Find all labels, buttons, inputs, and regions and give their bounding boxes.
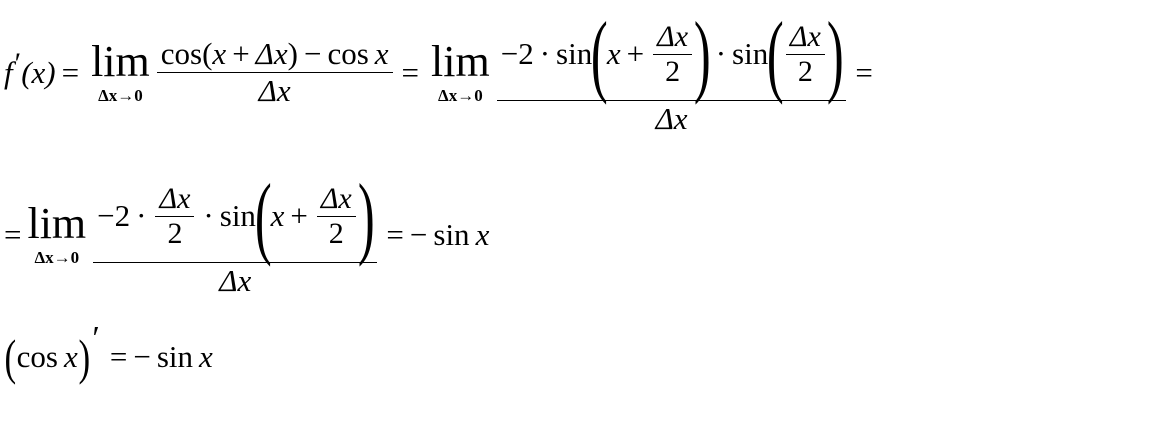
delta-x: Δx	[219, 263, 252, 298]
delta-x: Δx	[258, 73, 291, 108]
equals-sign: =	[4, 216, 22, 252]
var-x: x	[374, 36, 389, 71]
minus-sign: −	[409, 216, 428, 252]
fraction-bar	[496, 100, 847, 101]
big-close-paren: )	[693, 3, 711, 105]
dot-operator: ·	[136, 198, 147, 233]
fraction-2-denominator: Δx	[652, 101, 692, 137]
fraction-3-numerator: −2 · Δx 2 · sin ( x + Δx 2 )	[93, 170, 377, 262]
fraction-bar	[93, 262, 378, 263]
fraction-2-numerator: −2 · sin ( x + Δx 2 ) · sin ( Δx 2 )	[497, 8, 847, 100]
delta-x: Δx	[159, 181, 191, 215]
var-x: x	[475, 216, 490, 252]
fraction-2: −2 · sin ( x + Δx 2 ) · sin ( Δx 2 ) Δx	[496, 8, 847, 137]
big-open-paren: (	[767, 3, 784, 105]
sin-word: sin	[732, 36, 769, 71]
var-x: x	[606, 36, 621, 71]
limit-subscript: Δx→0	[34, 247, 80, 267]
var-x: x	[63, 339, 78, 374]
minus-two: −2	[97, 198, 131, 233]
big-open-paren: (	[254, 165, 272, 267]
delta-x: Δx	[789, 19, 821, 53]
big-open-paren: (	[591, 3, 608, 105]
digit-two: 2	[665, 54, 681, 88]
lhs-function: f′(x)	[4, 47, 56, 91]
limit-3: lim Δx→0	[27, 199, 87, 267]
fraction-bar	[316, 215, 356, 217]
fraction-bar	[653, 53, 693, 55]
equals-sign: =	[855, 54, 873, 90]
minus-two: −2	[500, 36, 534, 71]
prime-mark: ′	[14, 46, 22, 80]
fraction-bar	[785, 53, 825, 55]
limit-word: lim	[431, 37, 490, 87]
minus-sign: −	[303, 36, 322, 71]
minus-sign: −	[133, 339, 151, 374]
prime-mark: ′	[92, 320, 100, 357]
digit-two: 2	[328, 216, 344, 250]
equals-sign: =	[386, 216, 404, 252]
sin-word: sin	[156, 339, 193, 374]
equals-sign: =	[401, 54, 420, 90]
cos-word: cos	[16, 339, 58, 374]
limit-word: lim	[91, 37, 150, 87]
dot-operator: ·	[715, 36, 727, 71]
equals-sign: =	[109, 339, 128, 374]
dot-operator: ·	[539, 36, 551, 71]
var-x: x	[199, 339, 213, 374]
inner-fraction: Δx 2	[785, 19, 825, 89]
function-arg: (x)	[21, 54, 56, 90]
big-close-paren: )	[826, 3, 844, 105]
equals-sign: =	[61, 54, 80, 90]
digit-two: 2	[797, 54, 813, 88]
var-x: x	[270, 198, 285, 233]
plus-sign: +	[626, 36, 645, 71]
delta-x: Δx	[655, 101, 688, 136]
cos-open: cos(	[160, 36, 213, 71]
sin-word: sin	[219, 198, 256, 233]
sin-word: sin	[433, 216, 470, 252]
sin-word: sin	[556, 36, 593, 71]
fraction-3-denominator: Δx	[215, 263, 255, 299]
plus-sign: +	[290, 198, 308, 233]
fraction-3: −2 · Δx 2 · sin ( x + Δx 2 ) Δx	[93, 170, 378, 299]
var-x: x	[212, 36, 227, 71]
inner-fraction: Δx 2	[155, 181, 195, 251]
close-paren: )	[78, 329, 90, 385]
limit-subscript: Δx→0	[438, 85, 483, 105]
plus-sign: +	[232, 36, 250, 71]
delta-x: Δx	[320, 181, 352, 215]
limit-word: lim	[27, 199, 87, 249]
inner-fraction: Δx 2	[653, 19, 693, 89]
formula-line-2: = lim Δx→0 −2 · Δx 2 · sin ( x + Δx 2 )	[4, 170, 489, 299]
close-paren: )	[287, 36, 298, 71]
delta-x: Δx	[255, 36, 288, 71]
inner-fraction: Δx 2	[316, 181, 356, 251]
delta-x: Δx	[657, 19, 689, 53]
dot-operator: ·	[203, 198, 214, 233]
limit-1: lim Δx→0	[91, 37, 150, 105]
digit-two: 2	[167, 216, 183, 250]
function-f: f	[4, 54, 13, 90]
cos-word: cos	[327, 36, 369, 71]
fraction-bar	[156, 72, 393, 73]
limit-2: lim Δx→0	[431, 37, 490, 105]
fraction-1-denominator: Δx	[255, 73, 295, 109]
limit-subscript: Δx→0	[98, 85, 143, 105]
fraction-bar	[155, 215, 195, 217]
big-close-paren: )	[357, 165, 375, 267]
open-paren: (	[4, 329, 17, 385]
